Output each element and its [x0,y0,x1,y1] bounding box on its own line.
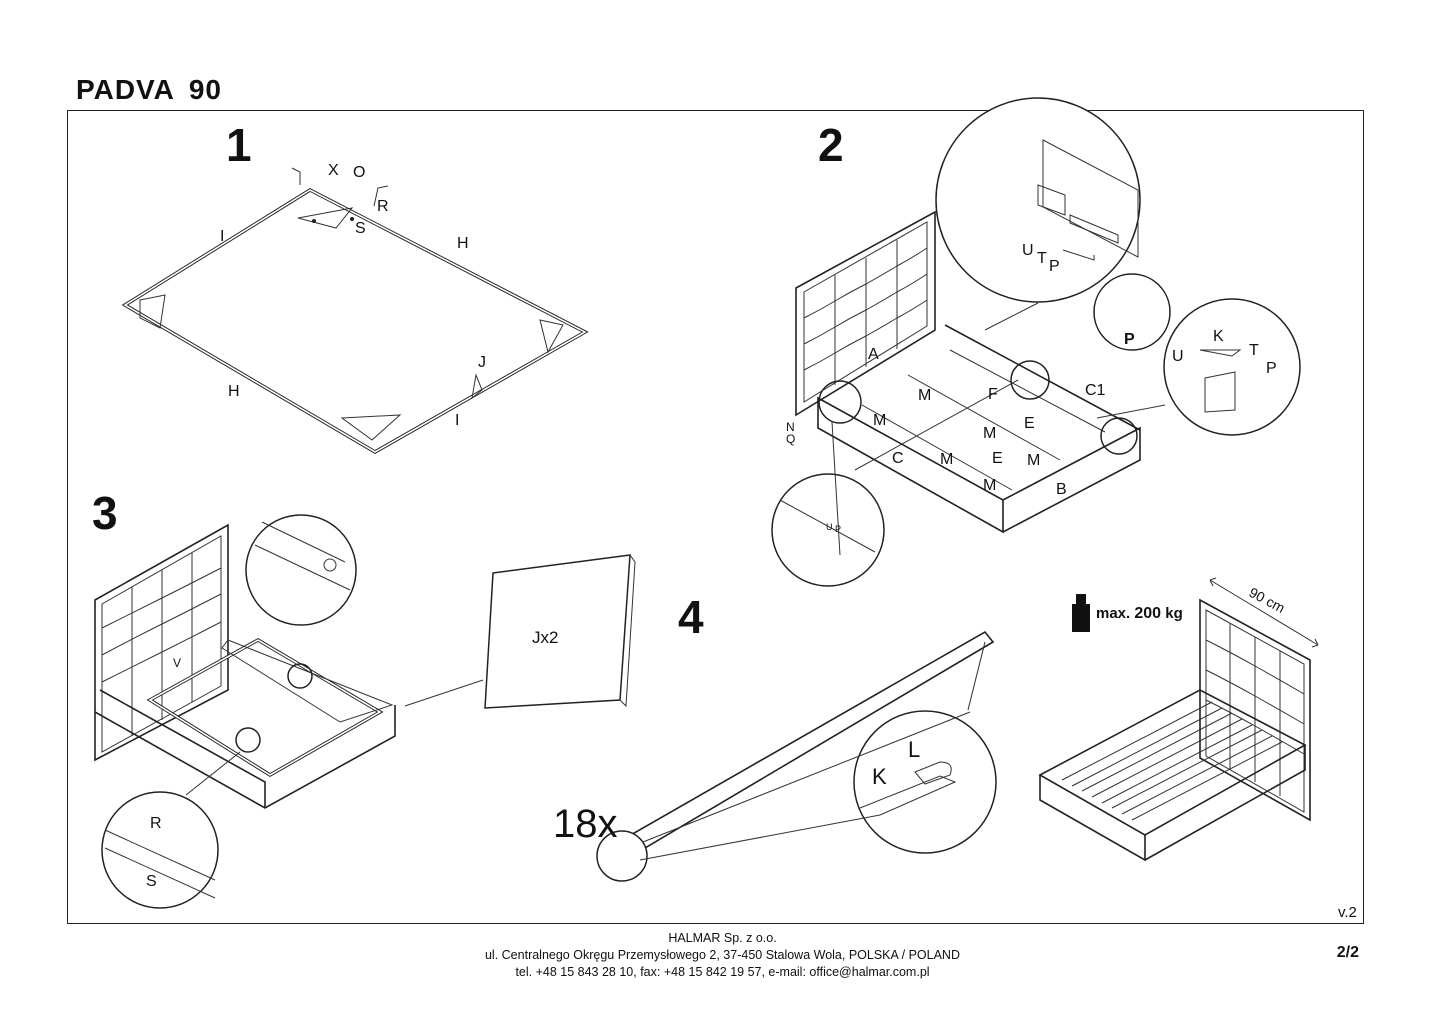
detail-label-s: S [146,873,157,890]
part-label-q: Q [786,432,796,446]
part-label-b: B [1056,481,1067,498]
detail-label-p-bottom: P [835,524,842,534]
step3-lift-drawing [94,514,636,909]
finished-bed-drawing [1038,577,1319,862]
part-label-i-bottom: I [455,412,460,429]
part-label-m3: M [983,425,997,442]
max-load-unit: kg [1165,605,1183,622]
part-label-r: R [377,198,389,215]
step2-bed-drawing [771,97,1301,587]
step-4-number: 4 [678,591,704,643]
footer-contact: tel. +48 15 843 28 10, fax: +48 15 842 1… [515,965,930,979]
part-label-v: V [173,656,182,670]
product-size: 90 [188,74,223,105]
part-label-m4: M [940,451,954,468]
step-1-number: 1 [226,119,252,171]
part-label-m6: M [983,477,997,494]
detail-label-l-slat: L [908,737,921,762]
part-label-c1: C1 [1085,382,1106,399]
detail-label-t: T [1037,250,1047,267]
max-load-prefix: max. [1096,605,1131,622]
footer-company: HALMAR Sp. z o.o. [668,931,777,945]
step-2-number: 2 [818,119,844,171]
detail-label-r: R [150,815,162,832]
part-label-c: C [892,450,904,467]
part-label-i-top: I [220,228,225,245]
panel-quantity-label: Jx2 [532,628,559,647]
part-label-n: N [786,420,795,434]
max-load-label: max. 200 kg [1096,605,1183,623]
part-label-f: F [988,386,998,403]
part-label-m1: M [918,387,932,404]
detail-label-k-slat: K [872,764,887,789]
detail-label-u: U [1022,242,1034,259]
part-label-m2: M [873,412,887,429]
footer-address: ul. Centralnego Okręgu Przemysłowego 2, … [484,948,960,962]
max-load-value: 200 [1134,605,1162,622]
part-label-m5: M [1027,452,1041,469]
detail-label-u-bottom: U [826,522,833,532]
part-label-h-top: H [457,235,469,252]
part-label-s: S [355,220,366,237]
part-label-o: O [353,164,366,181]
detail-label-t-right: T [1249,342,1259,359]
product-name: PADVA [76,74,175,105]
part-label-e2: E [992,450,1003,467]
part-label-x: X [328,162,339,179]
part-label-a: A [868,346,879,363]
detail-label-p: P [1049,258,1060,275]
step-3-number: 3 [92,487,118,539]
detail-label-p-right: P [1266,360,1277,377]
detail-label-p-small: P [1124,331,1135,348]
part-label-h-bottom: H [228,383,240,400]
step1-frame-drawing [121,167,589,455]
part-label-e1: E [1024,415,1035,432]
part-label-j: J [478,354,486,371]
step4-slats-drawing [596,630,997,882]
document-title: PADVA 90 [76,74,222,106]
detail-label-k: K [1213,328,1224,345]
slat-count: 18x [553,802,618,846]
page-number: 2/2 [1336,944,1359,961]
detail-label-u-right: U [1172,348,1184,365]
instruction-frame [67,110,1364,924]
version-label: v.2 [1338,904,1357,921]
